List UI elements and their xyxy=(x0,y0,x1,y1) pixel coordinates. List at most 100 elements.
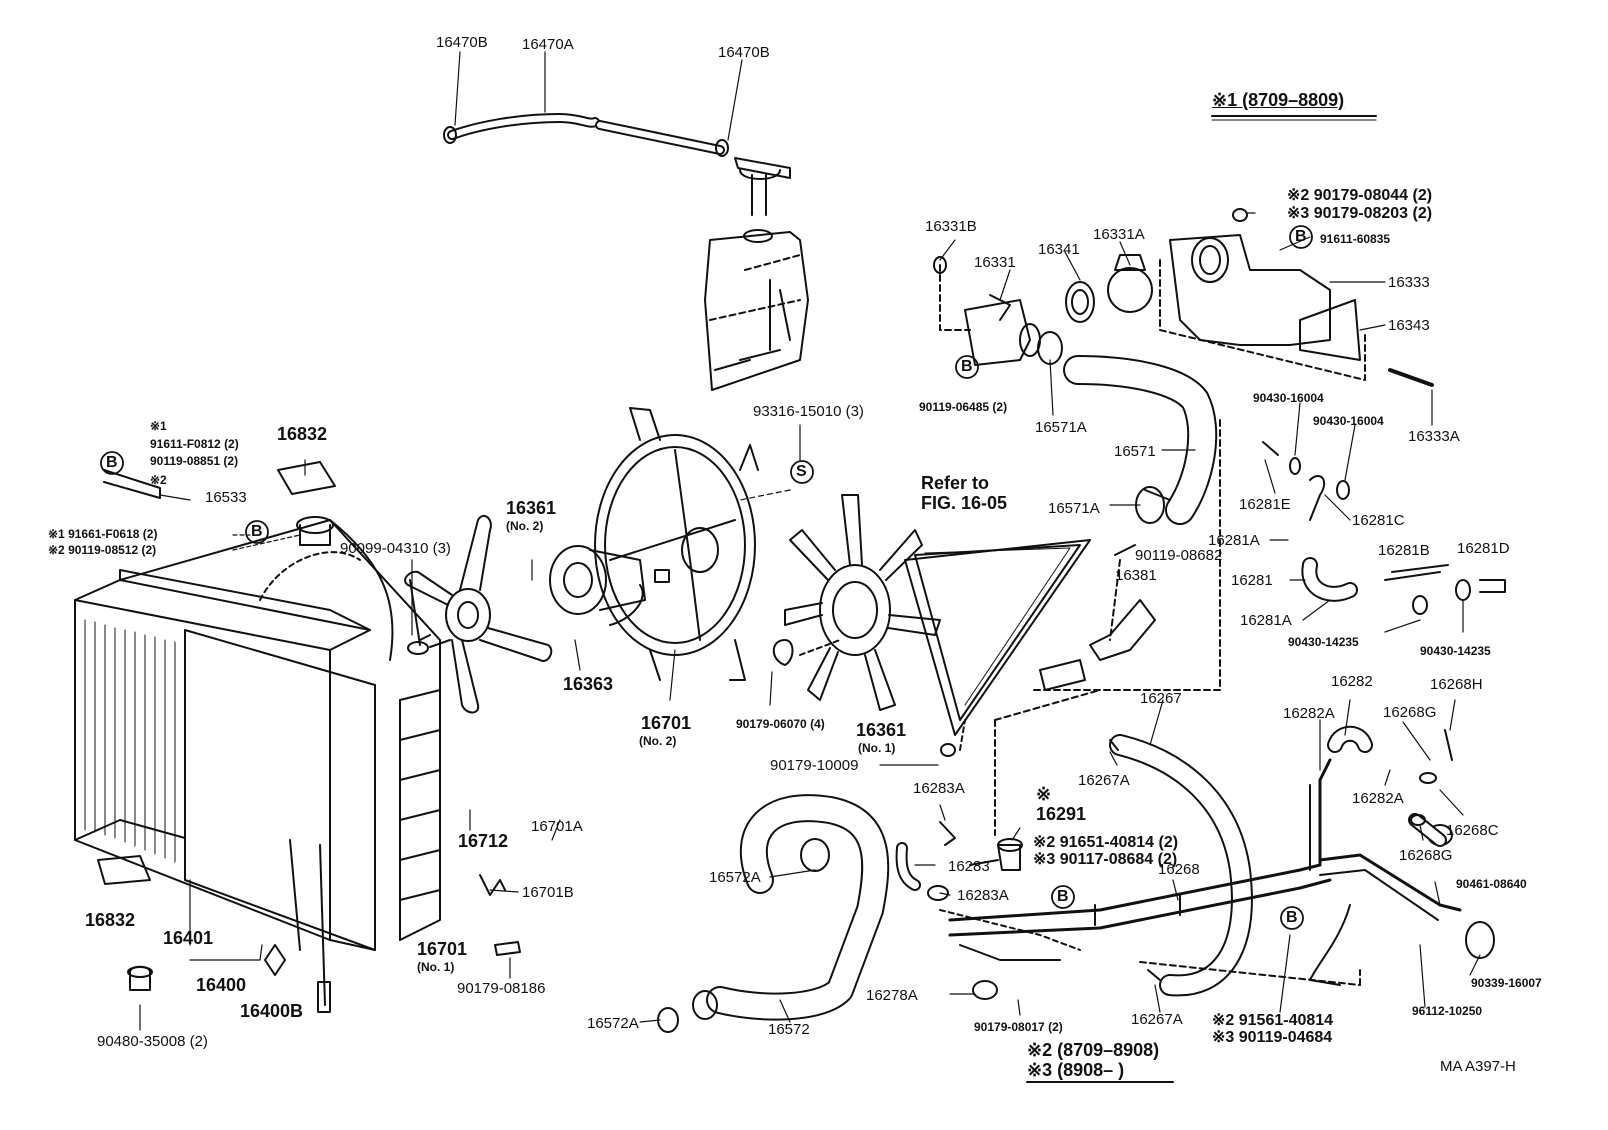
part-label: 16400 xyxy=(196,975,247,995)
v-belt xyxy=(904,539,1091,736)
part-label: 16267A xyxy=(1131,1011,1183,1028)
part-label: 16363 xyxy=(563,674,614,694)
engine-fan-no1 xyxy=(784,494,941,711)
part-label: 16278A xyxy=(866,987,918,1004)
part-label: 16701 xyxy=(417,939,468,959)
circle-b-letter: B xyxy=(1057,888,1069,905)
part-label: 16268C xyxy=(1446,822,1499,839)
part-label: 93316-15010 (3) xyxy=(753,403,864,420)
note-1-header: ※1 (8709–8809) xyxy=(1212,90,1345,110)
part-label: 16701A xyxy=(531,818,583,835)
part-label: ※1 91661-F0618 (2) xyxy=(48,527,158,541)
part-label: 90119-06485 (2) xyxy=(919,400,1008,414)
part-label: 16283A xyxy=(957,887,1009,904)
part-label: 16832 xyxy=(277,424,328,444)
part-label: 16470B xyxy=(436,34,488,51)
circle-b-letter: B xyxy=(1295,228,1307,245)
water-outlet-housing xyxy=(933,254,1153,366)
part-label: 90430-14235 xyxy=(1420,644,1491,658)
part-label: 90179-10009 xyxy=(770,757,859,774)
fan-motor-and-shroud xyxy=(549,407,759,681)
part-label: 16281 xyxy=(1231,572,1273,589)
part-sublabel: (No. 1) xyxy=(858,741,896,755)
radiator xyxy=(74,516,441,1013)
part-label: 16470B xyxy=(718,44,770,61)
part-label: 16282A xyxy=(1283,705,1335,722)
electric-fan-no2 xyxy=(404,514,553,714)
part-label: 16267A xyxy=(1078,772,1130,789)
reference-note: Refer to xyxy=(921,473,990,493)
part-label: 16268G xyxy=(1399,847,1453,864)
part-label: 16401 xyxy=(163,928,214,948)
part-label: 16333 xyxy=(1388,274,1430,291)
part-label: 16283 xyxy=(948,858,990,875)
part-label: ※2 90119-08512 (2) xyxy=(48,543,157,557)
water-pipes xyxy=(939,758,1495,1000)
circle-s-letter: S xyxy=(796,463,807,480)
part-label: 16282A xyxy=(1352,790,1404,807)
part-label: 91611-60835 xyxy=(1320,232,1391,246)
water-inlet-housing xyxy=(1159,208,1434,387)
part-label: 16281A xyxy=(1240,612,1292,629)
part-label: 16712 xyxy=(458,831,509,851)
part-label: 90461-08640 xyxy=(1456,877,1527,891)
reservoir-tank xyxy=(704,229,809,391)
part-label: 16572A xyxy=(709,869,761,886)
part-label: 90430-14235 xyxy=(1288,635,1359,649)
leader-lines xyxy=(139,51,1481,1031)
part-label: 90099-04310 (3) xyxy=(340,540,451,557)
part-label: 90179-08186 xyxy=(457,980,546,997)
circle-b-letter: B xyxy=(251,523,263,540)
part-label: 16400B xyxy=(240,1001,304,1021)
shroud-pads xyxy=(97,461,336,991)
part-label: ※3 90117-08684 (2) xyxy=(1033,851,1178,868)
part-label: 90119-08851 (2) xyxy=(150,454,239,468)
circle-markers xyxy=(100,225,1313,930)
part-label: 16361 xyxy=(856,720,907,740)
part-label: 16572A xyxy=(587,1015,639,1032)
part-label: 16832 xyxy=(85,910,136,930)
part-label: 90119-08682 xyxy=(1135,547,1223,564)
note-2: ※2 (8709–8908) xyxy=(1027,1040,1160,1060)
part-label: 16267 xyxy=(1140,690,1182,707)
part-label: 90179-06070 (4) xyxy=(736,717,825,731)
part-label: 16291 xyxy=(1036,804,1087,824)
part-label: 16701B xyxy=(522,884,574,901)
part-label: 16281C xyxy=(1352,512,1405,529)
diagram-code: MA A397-H xyxy=(1440,1058,1516,1075)
part-label: 16533 xyxy=(205,489,247,506)
applicability-mark: ※ xyxy=(1036,784,1052,804)
part-label: 16281B xyxy=(1378,542,1430,559)
circle-b-letter: B xyxy=(1286,909,1298,926)
part-label: 16333A xyxy=(1408,428,1460,445)
part-label: 16281A xyxy=(1208,532,1260,549)
small-parts xyxy=(264,419,1361,986)
part-label: ※2 91561-40814 xyxy=(1212,1012,1334,1029)
circle-b-letter: B xyxy=(961,358,973,375)
part-label: 16361 xyxy=(506,498,557,518)
part-label: ※2 91651-40814 (2) xyxy=(1033,834,1179,851)
part-label: ※3 90179-08203 (2) xyxy=(1287,205,1433,222)
part-label: 16281E xyxy=(1239,496,1291,513)
note-3: ※3 (8908– ) xyxy=(1027,1060,1125,1080)
part-label: 16572 xyxy=(768,1021,810,1038)
part-label: 16571A xyxy=(1048,500,1100,517)
bypass-pipes xyxy=(1262,441,1506,615)
part-sublabel: (No. 2) xyxy=(639,734,677,748)
part-label: 16331A xyxy=(1093,226,1145,243)
part-label: ※2 90179-08044 (2) xyxy=(1287,187,1433,204)
heater-hoses xyxy=(1109,725,1453,997)
part-label: 16571A xyxy=(1035,419,1087,436)
part-label: 16331B xyxy=(925,218,977,235)
part-label: 16343 xyxy=(1388,317,1430,334)
applicability-mark: ※2 xyxy=(150,473,167,487)
part-label: 16341 xyxy=(1038,241,1080,258)
part-label: 90339-16007 xyxy=(1471,976,1542,990)
part-label: 90480-35008 (2) xyxy=(97,1033,208,1050)
part-sublabel: (No. 2) xyxy=(506,519,544,533)
part-label: 16282 xyxy=(1331,673,1373,690)
circle-b-letter: B xyxy=(106,454,118,471)
part-label: 16381 xyxy=(1115,567,1157,584)
